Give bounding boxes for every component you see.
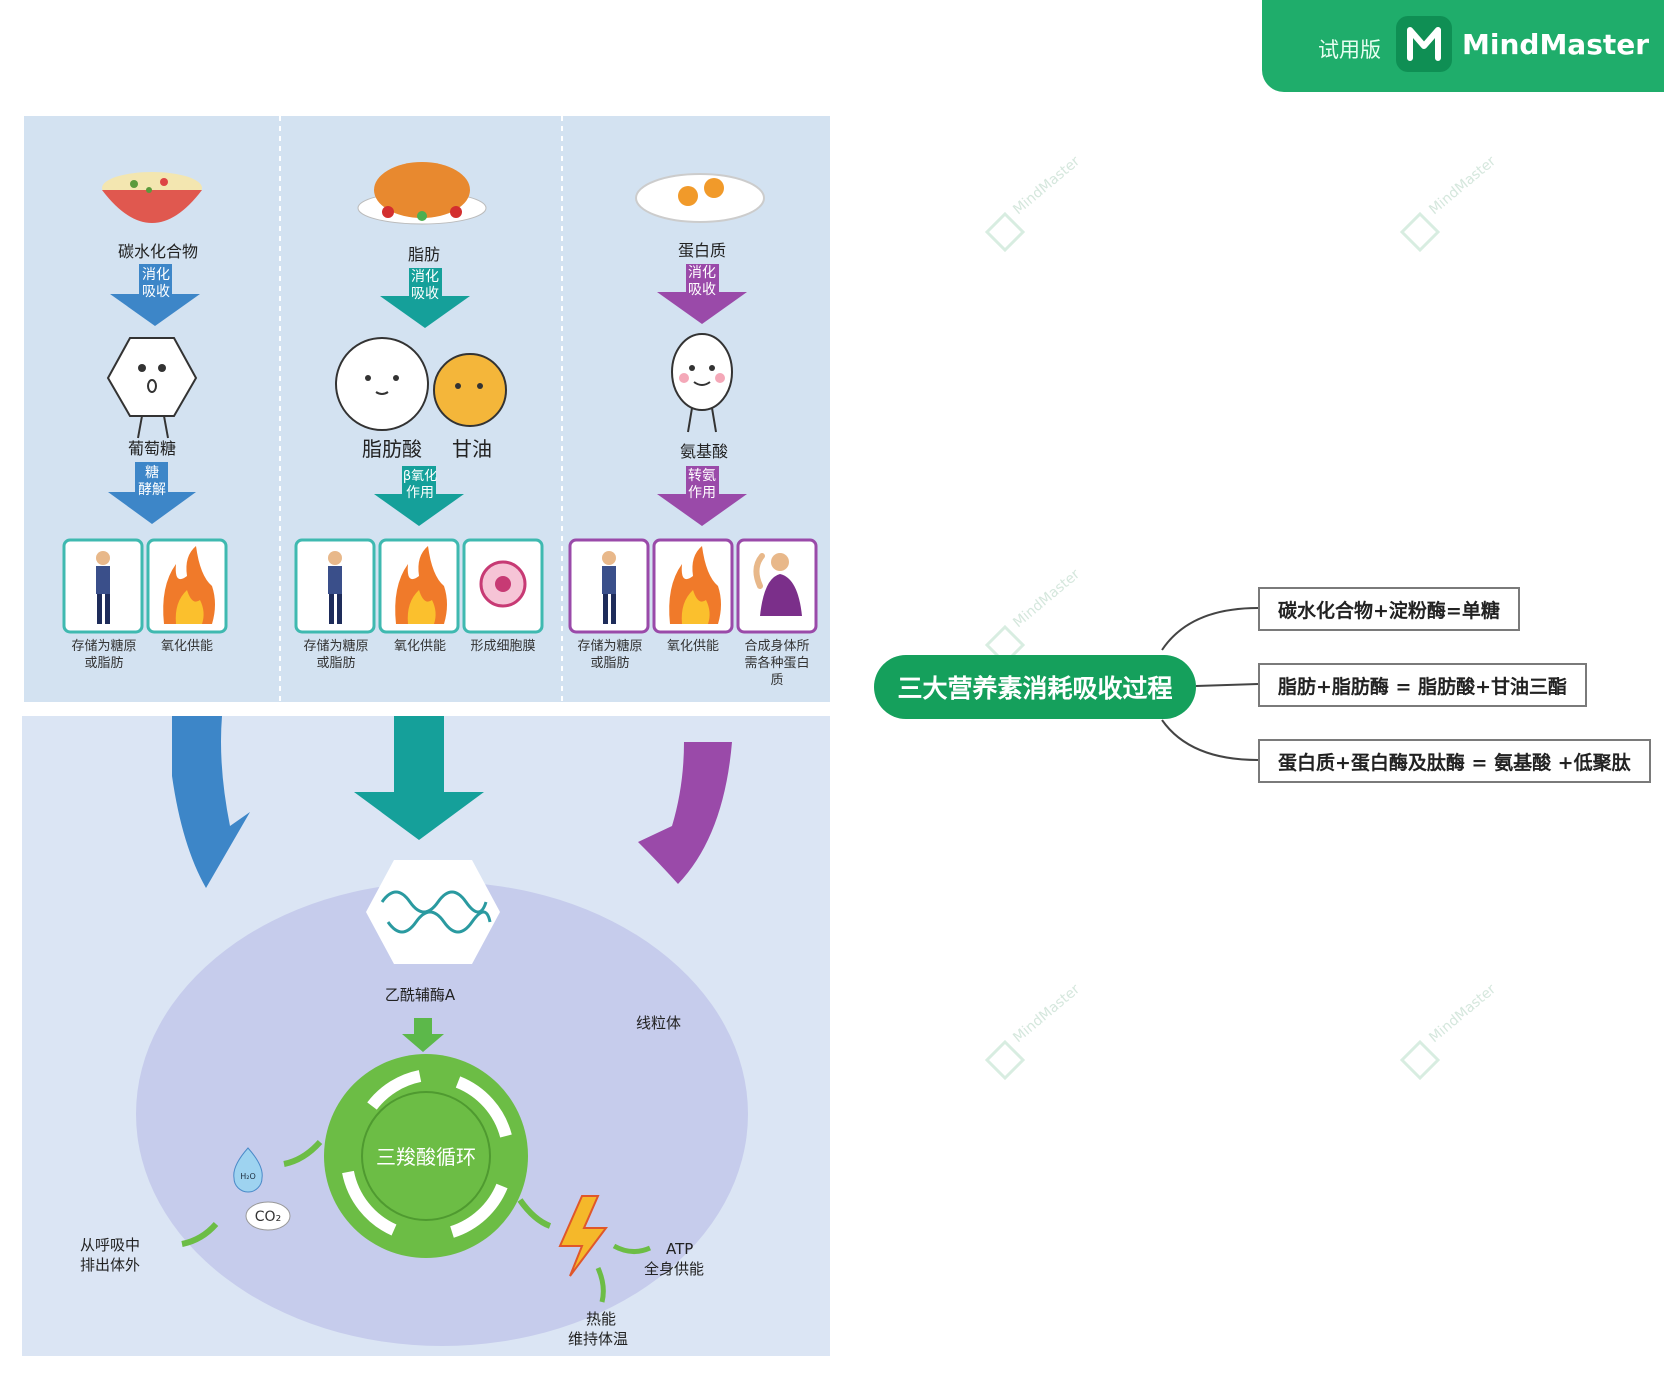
svg-text:脂肪: 脂肪 xyxy=(408,245,440,264)
fatty-acid-character-icon xyxy=(335,337,429,431)
mindmap-branch-fat[interactable]: 脂肪+脂肪酶 = 脂肪酸+甘油三酯 xyxy=(1258,663,1587,707)
svg-text:甘油: 甘油 xyxy=(452,437,492,461)
h2o-label: H₂O xyxy=(240,1172,256,1181)
svg-text:作用: 作用 xyxy=(688,485,716,501)
svg-text:消化: 消化 xyxy=(411,269,439,285)
svg-text:葡萄糖: 葡萄糖 xyxy=(128,439,176,458)
person-icon xyxy=(96,551,110,624)
carb-label: 碳水化合物 xyxy=(118,242,198,261)
person-icon xyxy=(328,551,342,624)
svg-text:需各种蛋白: 需各种蛋白 xyxy=(744,655,809,671)
mindmap-branch-carb[interactable]: 碳水化合物+淀粉酶=单糖 xyxy=(1258,587,1520,631)
mindmap-root[interactable]: 三大营养素消耗吸收过程 xyxy=(874,655,1196,719)
roast-chicken-icon xyxy=(357,162,487,225)
svg-text:存储为糖原: 存储为糖原 xyxy=(577,638,642,654)
mitochondria-label: 线粒体 xyxy=(636,1014,681,1032)
svg-text:形成细胞膜: 形成细胞膜 xyxy=(470,639,535,654)
svg-text:消化: 消化 xyxy=(688,265,716,281)
brand-name: MindMaster xyxy=(1462,28,1650,61)
atp-line-2: 全身供能 xyxy=(644,1260,704,1278)
svg-text:酵解: 酵解 xyxy=(138,482,166,498)
svg-text:β氧化: β氧化 xyxy=(403,469,437,484)
svg-text:脂肪酸: 脂肪酸 xyxy=(362,437,422,461)
water-drop-icon xyxy=(233,1147,263,1193)
protein-inflow-arrow xyxy=(638,742,732,884)
svg-text:或脂肪: 或脂肪 xyxy=(316,655,355,671)
lightning-energy-icon xyxy=(558,1195,608,1277)
fire-icon xyxy=(395,546,447,624)
svg-text:蛋白质: 蛋白质 xyxy=(678,241,726,260)
amino-acid-egg-character-icon xyxy=(671,333,733,433)
svg-text:糖: 糖 xyxy=(145,465,159,481)
fire-icon xyxy=(669,546,721,624)
heat-line-1: 热能 xyxy=(586,1310,616,1328)
cell-icon xyxy=(479,560,527,608)
tca-cycle-label: 三羧酸循环 xyxy=(376,1145,476,1169)
mindmaster-logo-icon xyxy=(1396,16,1452,72)
fat-inflow-arrow xyxy=(354,716,484,840)
svg-text:或脂肪: 或脂肪 xyxy=(590,655,629,671)
exhale-line-1: 从呼吸中 xyxy=(80,1236,140,1254)
svg-text:质: 质 xyxy=(770,673,783,688)
trial-label: 试用版 xyxy=(1318,38,1381,62)
krebs-cycle-panel: 乙酰辅酶A 线粒体 三羧酸循环 H₂O CO₂ 从呼吸中 排出体外 ATP 全身… xyxy=(22,716,830,1356)
nutrient-panel: 碳水化合物 消化 吸收 葡萄糖 糖 酵解 存储为糖原 或脂肪 氧化供能 脂肪 消… xyxy=(24,116,830,702)
person-icon xyxy=(602,551,616,624)
fire-icon xyxy=(163,546,215,624)
svg-text:存储为糖原: 存储为糖原 xyxy=(303,638,368,654)
heat-line-2: 维持体温 xyxy=(568,1330,628,1348)
svg-text:消化: 消化 xyxy=(142,267,170,283)
atp-line-1: ATP xyxy=(666,1240,693,1258)
svg-text:氧化供能: 氧化供能 xyxy=(394,639,446,654)
exhale-line-2: 排出体外 xyxy=(80,1256,140,1274)
svg-text:氧化供能: 氧化供能 xyxy=(667,639,719,654)
svg-text:作用: 作用 xyxy=(406,485,434,501)
carb-inflow-arrow xyxy=(172,716,250,888)
svg-text:吸收: 吸收 xyxy=(142,284,170,300)
muscle-person-icon xyxy=(753,553,802,616)
glucose-character-icon xyxy=(106,337,198,439)
trial-badge: 试用版 MindMaster xyxy=(1262,0,1664,92)
fried-egg-icon xyxy=(635,173,765,223)
mindmap-branch-protein[interactable]: 蛋白质+蛋白酶及肽酶 = 氨基酸 +低聚肽 xyxy=(1258,739,1651,783)
svg-text:合成身体所: 合成身体所 xyxy=(744,638,809,654)
acetyl-coa-label: 乙酰辅酶A xyxy=(385,986,456,1004)
svg-text:转氨: 转氨 xyxy=(688,468,716,484)
co2-label: CO₂ xyxy=(255,1209,281,1225)
svg-text:吸收: 吸收 xyxy=(688,282,716,298)
svg-text:吸收: 吸收 xyxy=(411,286,439,302)
rice-bowl-icon xyxy=(102,172,202,223)
co2-bubble-icon xyxy=(245,1201,291,1231)
svg-text:存储为糖原: 存储为糖原 xyxy=(71,638,136,654)
svg-text:氨基酸: 氨基酸 xyxy=(680,442,728,461)
glycerol-character-icon xyxy=(433,353,507,427)
svg-text:或脂肪: 或脂肪 xyxy=(84,655,123,671)
svg-text:氧化供能: 氧化供能 xyxy=(161,639,213,654)
